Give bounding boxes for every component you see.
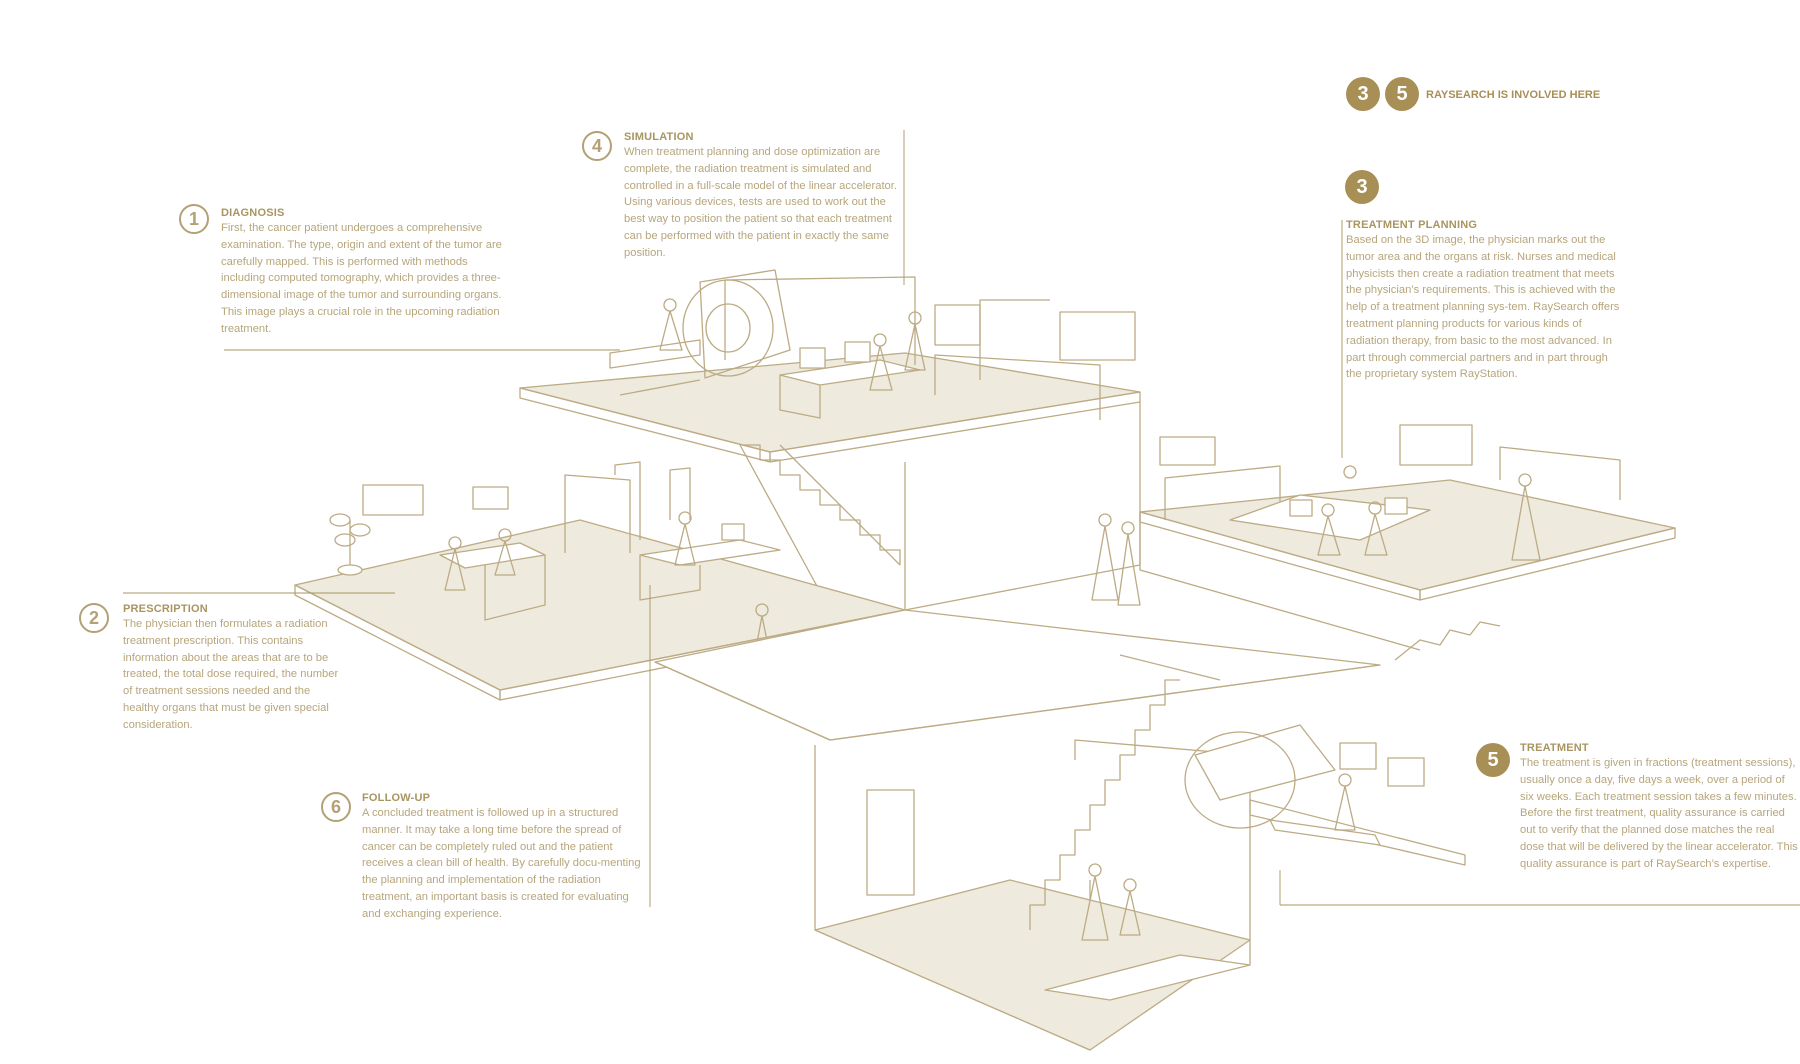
leader-lines <box>123 130 1800 907</box>
staircase-lower <box>1029 654 1221 930</box>
step-4-simulation: SIMULATION When treatment planning and d… <box>624 131 904 262</box>
step-2-text: The physician then formulates a radiatio… <box>123 618 339 731</box>
step-2-title: PRESCRIPTION <box>123 603 208 615</box>
step-3-text: Based on the 3D image, the physician mar… <box>1346 234 1620 381</box>
step-1-title: DIAGNOSIS <box>221 207 285 219</box>
step-4-text: When treatment planning and dose optimiz… <box>624 146 897 259</box>
step-1-diagnosis: DIAGNOSIS First, the cancer patient unde… <box>221 207 511 338</box>
step-6-title: FOLLOW-UP <box>362 792 431 804</box>
step-4-title: SIMULATION <box>624 131 694 143</box>
step-4-badge: 4 <box>582 131 612 161</box>
step-3-treatment-planning: TREATMENT PLANNING Based on the 3D image… <box>1346 219 1626 383</box>
treatment-room <box>814 724 1466 1051</box>
plant <box>329 513 371 576</box>
step-2-badge: 2 <box>79 603 109 633</box>
step-5-title: TREATMENT <box>1520 742 1589 754</box>
staircase-right <box>1394 621 1501 661</box>
planning-workstations <box>1229 494 1431 541</box>
step-1-badge: 1 <box>179 204 209 234</box>
step-5-treatment: TREATMENT The treatment is given in frac… <box>1520 742 1798 873</box>
staircase-upper <box>739 444 901 611</box>
step-5-text: The treatment is given in fractions (tre… <box>1520 757 1798 870</box>
linear-accelerator <box>1194 724 1336 801</box>
legend-badge-3: 3 <box>1346 77 1380 111</box>
step-3-badge: 3 <box>1345 170 1379 204</box>
staff-figures <box>659 298 926 391</box>
step-6-follow-up: FOLLOW-UP A concluded treatment is follo… <box>362 792 642 923</box>
step-5-badge: 5 <box>1476 743 1510 777</box>
legend-label: RAYSEARCH IS INVOLVED HERE <box>1426 89 1601 101</box>
ct-scanner <box>609 269 791 396</box>
step-6-text: A concluded treatment is followed up in … <box>362 807 641 920</box>
step-6-badge: 6 <box>321 792 351 822</box>
step-3-title: TREATMENT PLANNING <box>1346 219 1478 231</box>
step-1-text: First, the cancer patient undergoes a co… <box>221 222 502 335</box>
legend-badge-5: 5 <box>1385 77 1419 111</box>
step-2-prescription: PRESCRIPTION The physician then formulat… <box>123 603 345 734</box>
